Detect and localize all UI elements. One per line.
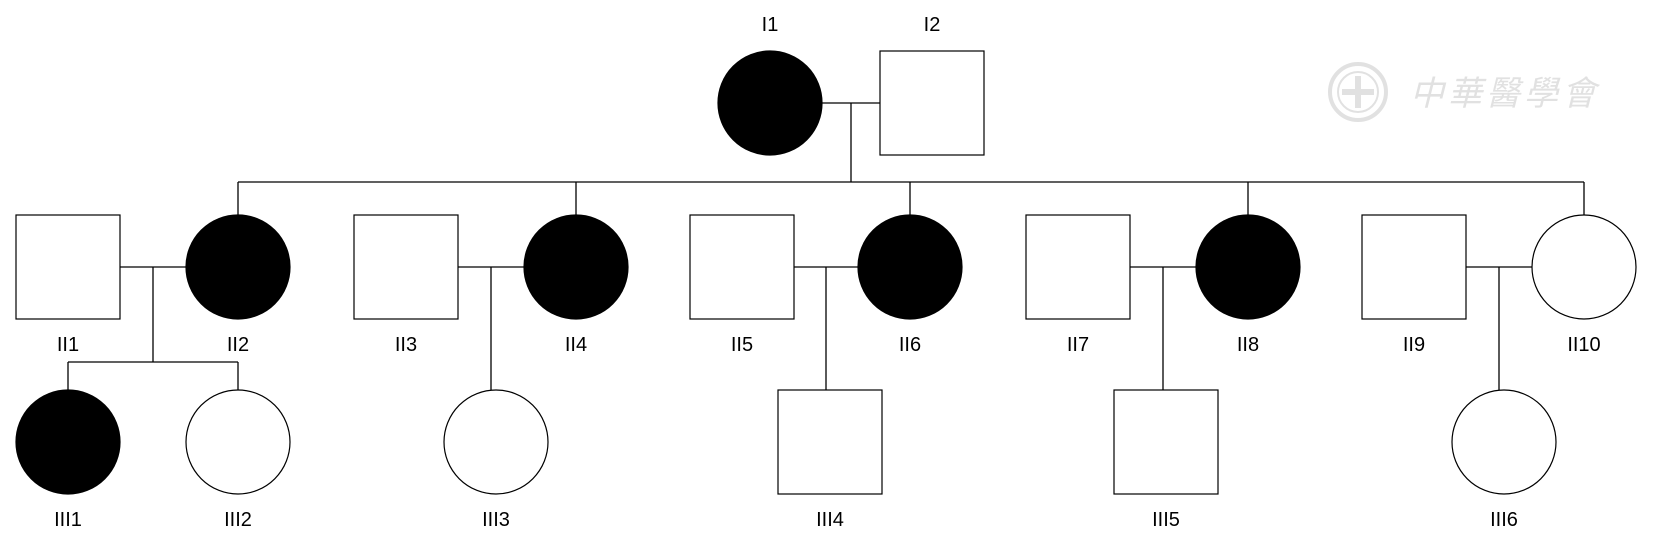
affected-female-circle	[523, 214, 629, 320]
female-circle	[443, 389, 549, 495]
individual-label: I1	[762, 14, 779, 36]
watermark-text: 中華醫學會	[1410, 74, 1601, 114]
individual-II3: II3	[353, 214, 459, 356]
individual-I2: I2	[879, 14, 985, 156]
male-square	[15, 214, 121, 320]
individual-label: II3	[395, 334, 417, 356]
individual-III5: III5	[1113, 389, 1219, 531]
female-circle	[1531, 214, 1637, 320]
connector-lines	[67, 102, 1585, 390]
affected-female-circle	[15, 389, 121, 495]
affected-female-circle	[1195, 214, 1301, 320]
individual-label: III1	[54, 509, 82, 531]
individual-label: III3	[482, 509, 510, 531]
female-circle	[185, 389, 291, 495]
individual-III2: III2	[185, 389, 291, 531]
affected-female-circle	[857, 214, 963, 320]
affected-female-circle	[185, 214, 291, 320]
individual-II10: II10	[1531, 214, 1637, 356]
individual-label: II9	[1403, 334, 1425, 356]
individual-II8: II8	[1195, 214, 1301, 356]
individual-label: II2	[227, 334, 249, 356]
medical-association-emblem-icon	[1328, 62, 1388, 122]
individual-I1: I1	[717, 14, 823, 156]
individual-III3: III3	[443, 389, 549, 531]
individual-label: II5	[731, 334, 753, 356]
male-square	[879, 50, 985, 156]
individual-label: III5	[1152, 509, 1180, 531]
individual-label: II10	[1567, 334, 1600, 356]
individual-II2: II2	[185, 214, 291, 356]
individual-label: II4	[565, 334, 587, 356]
individual-label: III2	[224, 509, 252, 531]
individual-label: II7	[1067, 334, 1089, 356]
individual-label: II6	[899, 334, 921, 356]
male-square	[689, 214, 795, 320]
affected-female-circle	[717, 50, 823, 156]
individual-III1: III1	[15, 389, 121, 531]
individual-II7: II7	[1025, 214, 1131, 356]
individual-label: II1	[57, 334, 79, 356]
male-square	[1113, 389, 1219, 495]
individual-III4: III4	[777, 389, 883, 531]
individual-III6: III6	[1451, 389, 1557, 531]
individual-II5: II5	[689, 214, 795, 356]
individual-label: III6	[1490, 509, 1518, 531]
individual-II6: II6	[857, 214, 963, 356]
individual-label: I2	[924, 14, 941, 36]
female-circle	[1451, 389, 1557, 495]
individual-II9: II9	[1361, 214, 1467, 356]
individual-II1: II1	[15, 214, 121, 356]
individual-label: II8	[1237, 334, 1259, 356]
male-square	[1025, 214, 1131, 320]
watermark: 中華醫學會	[1328, 62, 1601, 122]
male-square	[1361, 214, 1467, 320]
individual-II4: II4	[523, 214, 629, 356]
individual-label: III4	[816, 509, 844, 531]
male-square	[777, 389, 883, 495]
male-square	[353, 214, 459, 320]
